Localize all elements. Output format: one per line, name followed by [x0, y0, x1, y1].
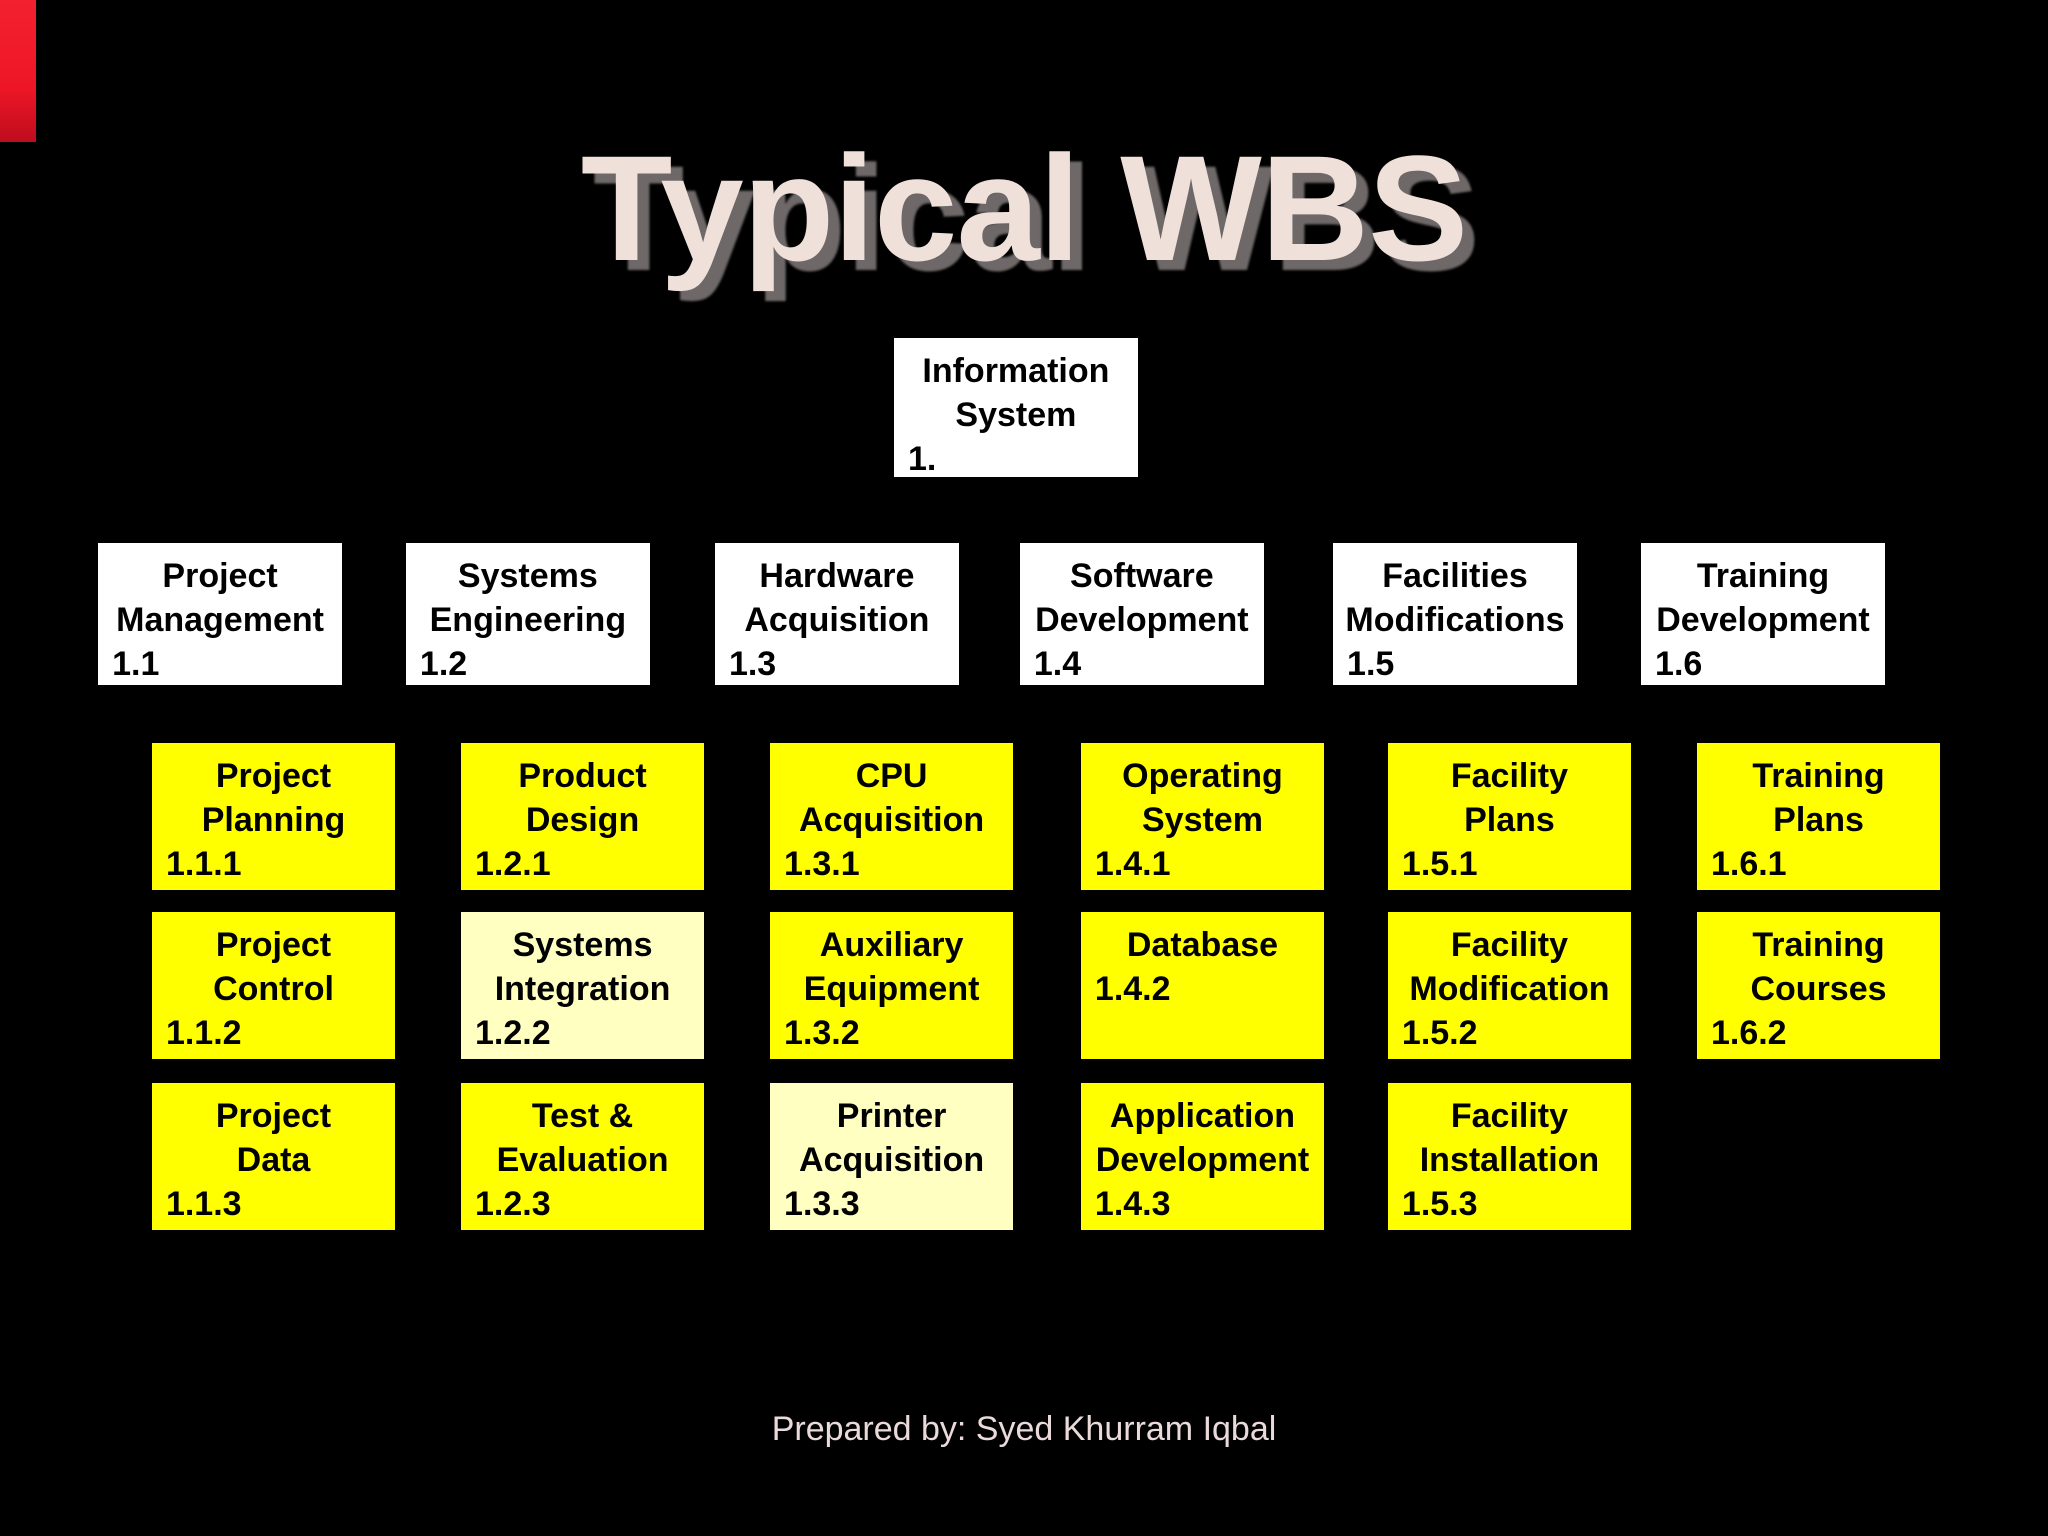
box-project-control: Project Control 1.1.2 — [151, 912, 396, 1060]
box-number: 1.1.2 — [165, 1014, 242, 1053]
box-title: CPU Acquisition — [799, 756, 985, 839]
box-title: Facility Plans — [1450, 756, 1569, 839]
box-title: Project Data — [215, 1097, 332, 1180]
box-number: 1.5.2 — [1401, 1014, 1478, 1053]
box-number: 1.6.1 — [1710, 844, 1787, 883]
box-database: Database 1.4.2 — [1080, 912, 1325, 1060]
box-title: Training Courses — [1750, 926, 1887, 1009]
box-number: 1.1.1 — [165, 844, 242, 883]
box-number: 1.3.3 — [784, 1185, 860, 1224]
box-facility-installation: Facility Installation 1.5.3 — [1387, 1083, 1632, 1231]
box-training-courses: Training Courses 1.6.2 — [1696, 912, 1941, 1060]
box-number: 1.2 — [419, 644, 468, 683]
box-number: 1.2.2 — [475, 1014, 551, 1053]
box-hardware-acquisition: Hardware Acquisition 1.3 — [714, 542, 959, 686]
box-software-development: Software Development 1.4 — [1019, 542, 1264, 686]
box-systems-engineering: Systems Engineering 1.2 — [405, 542, 650, 686]
box-title: Product Design — [518, 756, 647, 839]
box-title: Auxiliary Equipment — [803, 926, 980, 1009]
box-application-development: Application Development 1.4.3 — [1080, 1083, 1325, 1231]
box-auxiliary-equipment: Auxiliary Equipment 1.3.2 — [770, 912, 1014, 1060]
box-number: 1.4.1 — [1094, 844, 1171, 883]
box-title: Training Plans — [1752, 756, 1885, 839]
box-number: 1.6 — [1655, 644, 1703, 683]
box-number: 1.2.1 — [475, 844, 551, 883]
box-operating-system: Operating System 1.4.1 — [1080, 742, 1325, 890]
box-number: 1.3.2 — [784, 1014, 860, 1053]
box-title: Systems Engineering — [429, 556, 627, 639]
box-title: Operating System — [1122, 756, 1283, 839]
box-facility-modification: Facility Modification 1.5.2 — [1387, 912, 1632, 1060]
box-number: 1.2.3 — [475, 1185, 551, 1224]
box-title: Systems Integration — [494, 926, 671, 1009]
box-number: 1.4.2 — [1094, 970, 1171, 1009]
box-systems-integration: Systems Integration 1.2.2 — [461, 912, 705, 1060]
prepared-by-credit: Prepared by: Syed Khurram Iqbal — [771, 1410, 1277, 1448]
box-project-management: Project Management 1.1 — [98, 542, 342, 686]
box-title: Training Development — [1656, 556, 1870, 639]
box-number: 1.3.1 — [784, 844, 860, 883]
box-title: Database — [1126, 926, 1279, 965]
box-training-development: Training Development 1.6 — [1641, 542, 1885, 686]
red-marker — [0, 0, 36, 142]
box-number: 1.1.3 — [165, 1185, 242, 1224]
box-title: Software Development — [1035, 556, 1249, 639]
box-number: 1. — [907, 440, 937, 479]
box-title: Hardware Acquisition — [744, 556, 930, 639]
box-number: 1.1 — [112, 644, 160, 683]
box-title: Information System — [922, 352, 1110, 435]
box-number: 1.5.3 — [1401, 1185, 1478, 1224]
slide-title: Typical WBS — [580, 124, 1468, 292]
box-title: Facilities Modifications — [1345, 556, 1565, 639]
box-printer-acquisition: Printer Acquisition 1.3.3 — [770, 1083, 1014, 1231]
box-title: Printer Acquisition — [799, 1097, 985, 1180]
box-number: 1.4 — [1033, 644, 1082, 683]
box-facility-plans: Facility Plans 1.5.1 — [1387, 742, 1632, 890]
box-number: 1.4.3 — [1094, 1185, 1171, 1224]
box-number: 1.5 — [1347, 644, 1395, 683]
box-title: Facility Modification — [1409, 926, 1610, 1009]
box-test-evaluation: Test & Evaluation 1.2.3 — [461, 1083, 705, 1231]
box-title: Project Planning — [201, 756, 346, 839]
box-information-system: Information System 1. — [893, 338, 1138, 478]
box-number: 1.3 — [728, 644, 777, 683]
box-project-data: Project Data 1.1.3 — [151, 1083, 396, 1231]
box-facilities-modifications: Facilities Modifications 1.5 — [1333, 542, 1577, 686]
box-title: Project Control — [213, 926, 334, 1009]
box-cpu-acquisition: CPU Acquisition 1.3.1 — [770, 742, 1014, 890]
box-title: Project Management — [116, 556, 324, 639]
box-training-plans: Training Plans 1.6.1 — [1696, 742, 1941, 890]
box-product-design: Product Design 1.2.1 — [461, 742, 705, 890]
box-title: Application Development — [1095, 1097, 1310, 1180]
box-title: Test & Evaluation — [496, 1097, 669, 1180]
box-project-planning: Project Planning 1.1.1 — [151, 742, 396, 890]
box-number: 1.5.1 — [1401, 844, 1478, 883]
box-number: 1.6.2 — [1710, 1014, 1787, 1053]
box-title: Facility Installation — [1419, 1097, 1600, 1180]
